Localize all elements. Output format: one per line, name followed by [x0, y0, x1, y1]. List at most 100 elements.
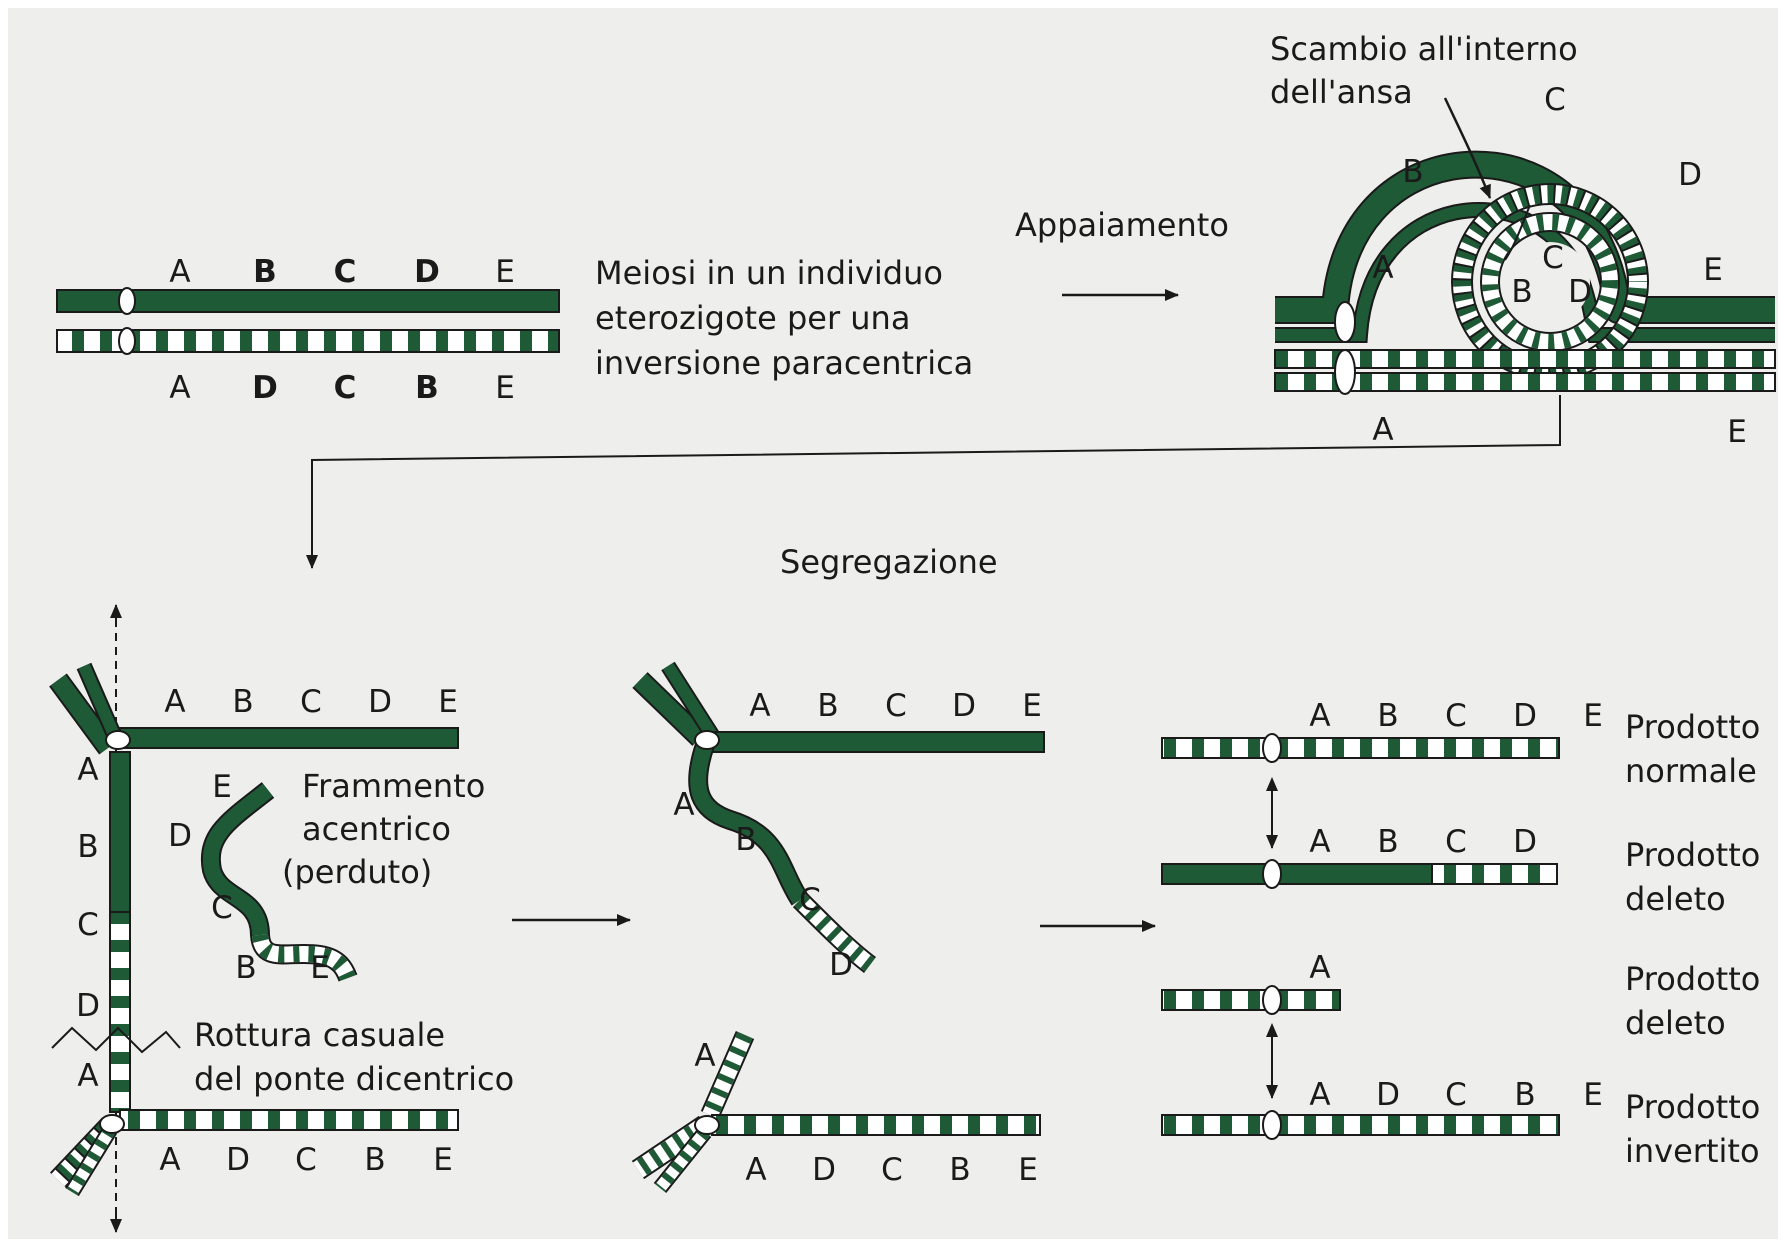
product-name: Prodotto — [1625, 960, 1760, 998]
chromatid — [711, 1114, 1041, 1136]
gene-label: D — [76, 988, 100, 1024]
middle-top-chromosome: A B C D E A B C D — [632, 661, 1045, 983]
gene-label: A — [77, 1058, 98, 1094]
gene-label: D — [1513, 698, 1537, 734]
gene-label: E — [310, 950, 330, 986]
loop-ring-bands — [1453, 185, 1647, 379]
gene-label: A — [694, 1038, 715, 1074]
chromosome-green — [1161, 863, 1433, 885]
gene-label: A — [745, 1152, 766, 1188]
exchange-label: Scambio all'interno — [1270, 30, 1578, 68]
gene-label: D — [1376, 1077, 1400, 1113]
product-name: Prodotto — [1625, 836, 1760, 874]
loop-center — [1510, 242, 1590, 322]
gene-label: D — [812, 1152, 836, 1188]
product-deleted-1: A B C D Prodotto deleto — [1161, 824, 1760, 918]
gene-label: A — [673, 787, 694, 823]
gene-label: A — [159, 1142, 180, 1178]
arm — [662, 662, 718, 739]
gene-label: D — [952, 688, 976, 724]
product-normal: A B C D E Prodotto normale — [1161, 698, 1760, 790]
wavy-green — [690, 742, 807, 905]
chromatid — [711, 731, 1045, 753]
exchange-label: dell'ansa — [1270, 73, 1413, 111]
gene-label: C — [1445, 698, 1467, 734]
fragment-green — [202, 783, 273, 936]
bridge-banded — [109, 911, 131, 1113]
fragment-caption: (perduto) — [282, 853, 432, 891]
product-inverted: A D C B E Prodotto invertito — [1161, 1077, 1760, 1170]
top-chromatid — [119, 727, 459, 749]
gene-label: A — [1309, 698, 1330, 734]
gene-label: B — [235, 950, 256, 986]
centromere — [1262, 859, 1282, 889]
gene-label: E — [1022, 688, 1042, 724]
chromosome — [1161, 1114, 1560, 1136]
gene-label: D — [1568, 274, 1592, 310]
gene-label: C — [300, 684, 322, 720]
gene-label: E — [1583, 1077, 1603, 1113]
gene-label: B — [1377, 824, 1398, 860]
arm-bands — [66, 1126, 116, 1196]
acentric-fragment: E D C B E Frammento acentrico (perduto) — [168, 767, 485, 986]
centromere — [1334, 301, 1356, 343]
gene-label: B — [1402, 154, 1423, 190]
bottom-chromatid — [119, 1109, 459, 1131]
gene-label: A — [1372, 250, 1393, 286]
segregation-label: Segregazione — [780, 543, 998, 581]
gene-label: D — [1678, 157, 1702, 193]
product-name: deleto — [1625, 880, 1726, 918]
gene-label: E — [433, 1142, 453, 1178]
gene-label: E — [212, 769, 232, 805]
product-name: deleto — [1625, 1004, 1726, 1042]
centromere — [1334, 349, 1356, 395]
product-deleted-2: A Prodotto deleto — [1161, 950, 1760, 1042]
break-mark — [51, 1026, 181, 1054]
gene-label: E — [1583, 698, 1603, 734]
gene-label: D — [252, 370, 278, 406]
normal-chromosome — [56, 289, 560, 313]
product-name: Prodotto — [1625, 708, 1760, 746]
inverted-chromosome — [56, 329, 560, 353]
fragment-bands — [252, 933, 356, 981]
arm-bands — [51, 1118, 117, 1187]
centromere — [1262, 733, 1282, 763]
gene-label: C — [295, 1142, 317, 1178]
arm — [633, 673, 707, 745]
gene-label: B — [1511, 274, 1532, 310]
gene-label: C — [211, 890, 233, 926]
caption-line: inversione paracentrica — [595, 344, 973, 382]
inverted-chromatid-2 — [1274, 372, 1776, 392]
inner-ring-bands — [1482, 214, 1618, 350]
gene-label: C — [1542, 240, 1564, 276]
gene-label: D — [168, 818, 192, 854]
centromere — [1262, 985, 1282, 1015]
product-name: Prodotto — [1625, 1088, 1760, 1126]
gene-label: B — [232, 684, 253, 720]
gene-label: B — [1514, 1077, 1535, 1113]
centromere — [99, 1114, 125, 1134]
gene-label: C — [885, 688, 907, 724]
break-caption: Rottura casuale — [194, 1016, 445, 1054]
gene-label: E — [438, 684, 458, 720]
gene-label: B — [949, 1152, 970, 1188]
gene-label: A — [169, 254, 190, 290]
pairing-label: Appaiamento — [1015, 206, 1229, 244]
meiosis-caption: Meiosi in un individuo eterozigote per u… — [595, 254, 973, 382]
centromere — [118, 287, 136, 315]
centromere — [694, 1115, 720, 1135]
bridge-green — [109, 751, 131, 913]
gene-label: A — [1309, 1077, 1330, 1113]
gene-label: A — [1309, 950, 1330, 986]
centromere — [118, 327, 136, 355]
wavy-white — [794, 894, 875, 972]
fragment-caption: Frammento — [302, 767, 485, 805]
gene-label: B — [253, 254, 277, 290]
gene-label: E — [495, 254, 515, 290]
segregation-connector — [306, 395, 1561, 569]
product-name: normale — [1625, 752, 1757, 790]
gene-label: A — [749, 688, 770, 724]
gene-label: A — [1309, 824, 1330, 860]
arm — [632, 1117, 711, 1178]
